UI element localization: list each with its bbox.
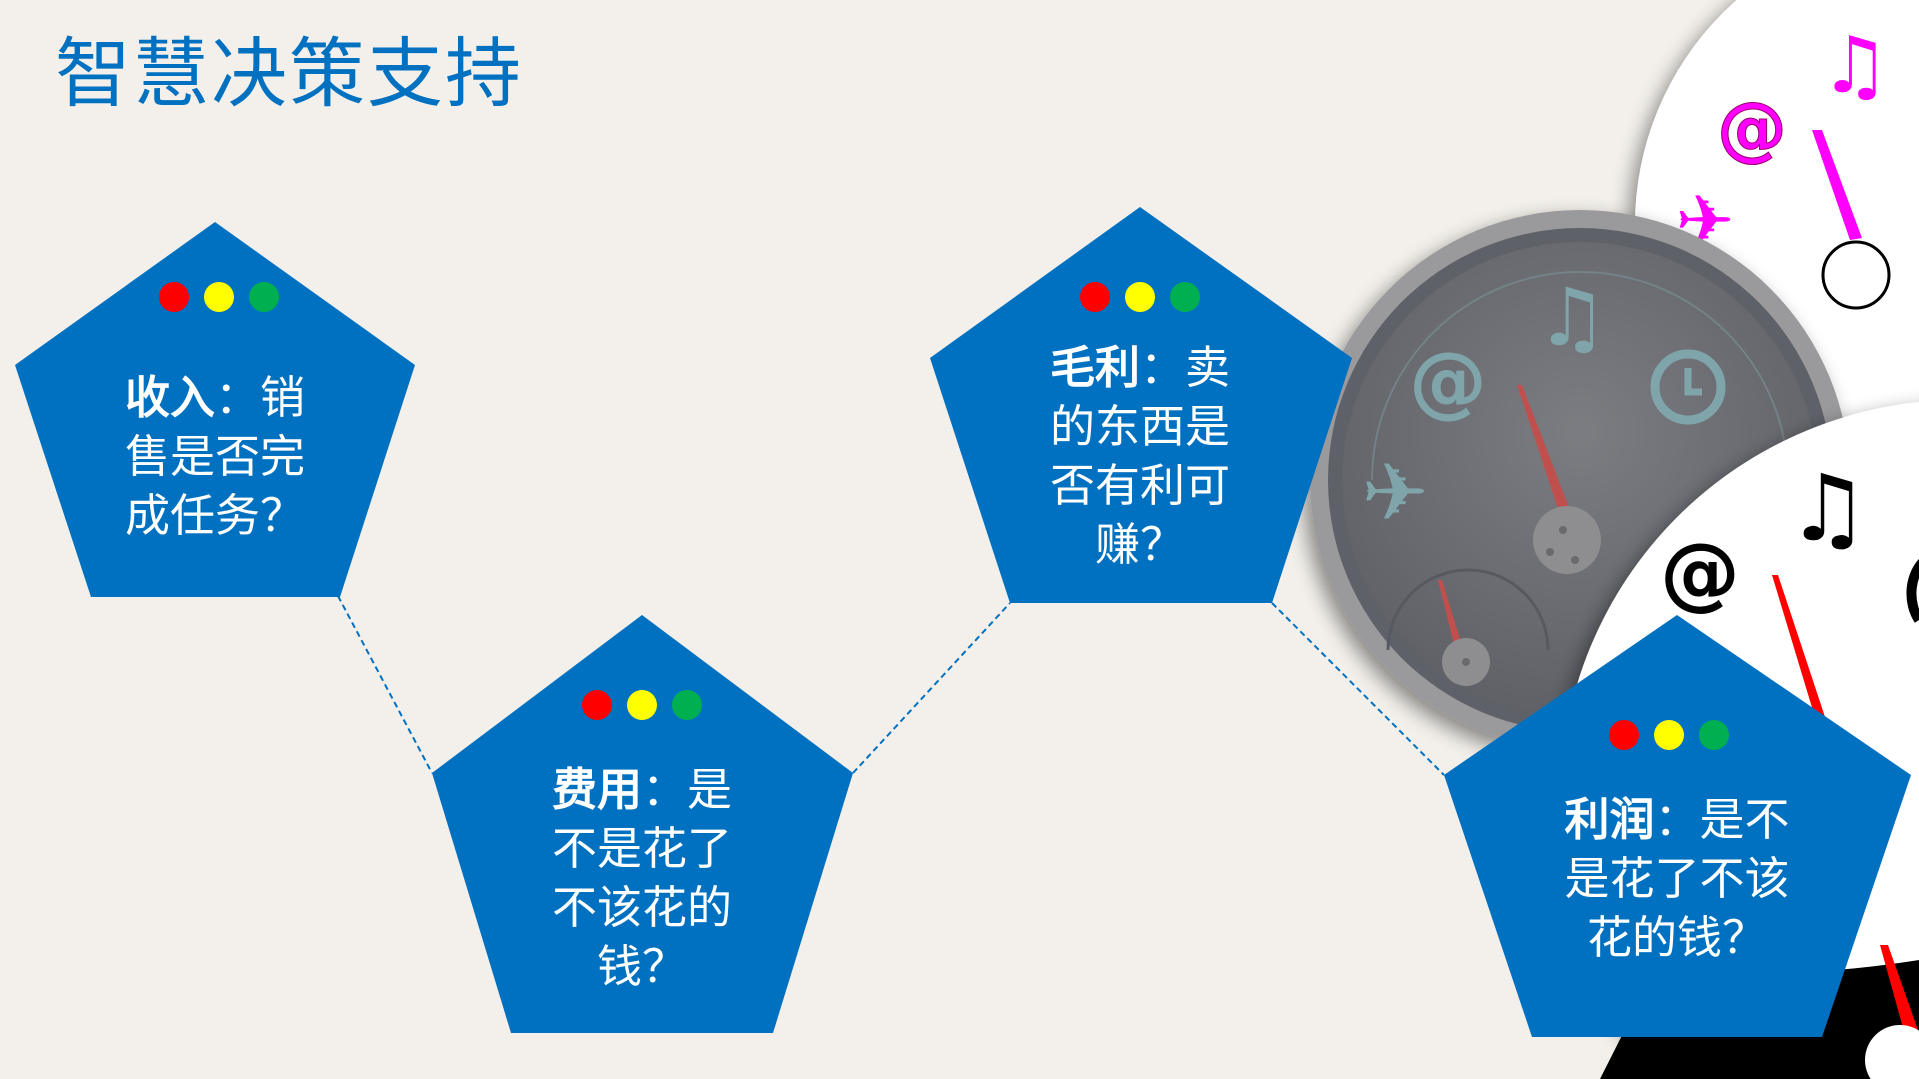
status-lights-expense [582, 690, 702, 720]
green-light-icon [672, 690, 702, 720]
card-text-gross-profit: 毛利：卖 的东西是 否有利可 赚？ [1049, 341, 1231, 571]
clock-icon [1906, 558, 1919, 623]
music-note-icon: ♫ [1536, 271, 1608, 364]
card-pentagon-gross-profit[interactable] [930, 207, 1352, 603]
connector-1-2 [337, 595, 433, 774]
green-light-icon [1699, 720, 1729, 750]
lower-red-needle-icon [1880, 945, 1918, 1035]
status-lights-gross-profit [1080, 282, 1200, 312]
red-needle-icon [1517, 385, 1570, 515]
yellow-light-icon [627, 690, 657, 720]
pink-needle-icon [1812, 130, 1862, 240]
card-heading: 毛利 [1049, 341, 1140, 394]
gauge-hub-icon [1533, 506, 1601, 574]
page-title: 智慧决策支持 [55, 29, 523, 118]
gauge-hub-icon [1821, 240, 1891, 310]
yellow-light-icon [204, 282, 234, 312]
connectors [337, 595, 1445, 776]
card-heading: 费用 [551, 763, 642, 816]
music-note-icon: ♫ [1820, 21, 1890, 111]
card-pentagon-expense[interactable] [432, 615, 853, 1033]
red-needle-icon [1772, 575, 1830, 734]
at-sign-icon: @ [1717, 87, 1787, 169]
green-light-icon [1170, 282, 1200, 312]
red-light-icon [159, 282, 189, 312]
red-light-icon [1609, 720, 1639, 750]
clock-icon [1650, 349, 1726, 425]
green-light-icon [249, 282, 279, 312]
music-note-icon: ♫ [1787, 455, 1869, 562]
red-light-icon [1080, 282, 1110, 312]
card-heading: 利润 [1564, 793, 1655, 846]
card-text-expense: 费用：是 不是花了 不该花的 钱？ [551, 763, 733, 993]
airplane-icon: ✈ [1361, 446, 1428, 539]
yellow-light-icon [1125, 282, 1155, 312]
small-red-needle-icon [1438, 580, 1465, 657]
connector-2-3 [852, 602, 1011, 774]
card-heading: 收入 [124, 371, 215, 424]
card-pentagon-income[interactable] [15, 222, 415, 597]
card-text-profit: 利润：是不 是花了不该 花的钱？ [1564, 793, 1790, 964]
grey-dashboard-gauge: ♫ @ ✈ [1310, 210, 1850, 750]
card-pentagon-profit[interactable] [1444, 615, 1911, 1037]
yellow-light-icon [1654, 720, 1684, 750]
card-text-income: 收入：销 售是否完 成任务？ [124, 371, 306, 542]
status-lights-income [159, 282, 279, 312]
red-light-icon [582, 690, 612, 720]
connector-3-4 [1271, 602, 1445, 776]
status-lights-profit [1609, 720, 1729, 750]
at-sign-icon: @ [1409, 337, 1487, 427]
at-sign-icon: @ [1660, 526, 1740, 619]
gauge-hub-icon [1865, 1025, 1919, 1079]
